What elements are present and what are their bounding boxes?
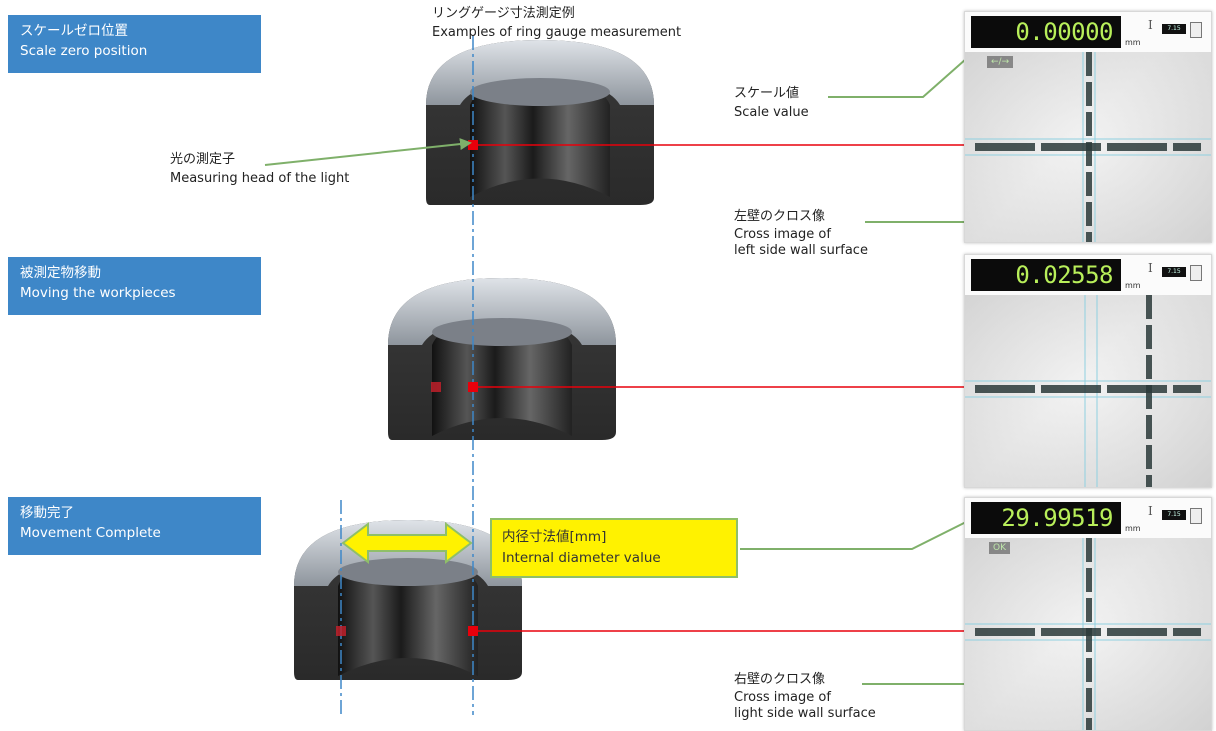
unit-label: mm [1125,281,1141,290]
battery-indicator: 7.15 [1162,24,1186,34]
light-probe-marker-1 [468,140,478,150]
ring-gauge-2 [388,278,616,440]
step-title-en: Scale zero position [20,43,148,59]
internal-diameter-box: 内径寸法値[mm] Internal diameter value [490,518,738,578]
step-title-jp: 移動完了 [20,505,74,521]
scale-readout: 29.99519 [971,502,1121,534]
mode-square-icon [1190,22,1202,38]
step-title-en: Moving the workpieces [20,285,176,301]
step-title-en: Movement Complete [20,525,161,541]
label-left-cross: 左壁のクロス像 Cross image of left side wall su… [734,209,868,258]
light-probe-ghost-3 [336,626,346,636]
label-measuring-head: 光の測定子 Measuring head of the light [170,152,350,186]
cross-image-1 [965,52,1211,242]
cross-image-3 [965,538,1211,730]
label-right-cross: 右壁のクロス像 Cross image of light side wall s… [734,672,876,721]
callout-internal-diameter [740,516,978,550]
scale-readout: 0.02558 [971,259,1121,291]
i-beam-icon: I [1148,18,1153,32]
ring-gauge-header: リングゲージ寸法測定例 Examples of ring gauge measu… [432,6,682,40]
light-probe-ghost-2 [431,382,441,392]
battery-indicator: 7.15 [1162,267,1186,277]
unit-label: mm [1125,524,1141,533]
i-beam-icon: I [1148,504,1153,518]
mode-square-icon [1190,265,1202,281]
scale-readout: 0.00000 [971,16,1121,48]
measurement-screen-3: 29.99519 mm I 7.15 OK [964,497,1212,731]
camera-view [965,295,1211,487]
mode-square-icon [1190,508,1202,524]
step-box-scale-zero: スケールゼロ位置 Scale zero position [8,15,261,73]
camera-view: ←/→ [965,52,1211,242]
cross-image-2 [965,295,1211,487]
internal-diameter-arrow [341,521,473,565]
camera-view: OK [965,538,1211,730]
unit-label: mm [1125,38,1141,47]
step-title-jp: 被測定物移動 [20,265,101,281]
measurement-screen-1: 0.00000 mm I 7.15 ←/→ [964,11,1212,243]
light-probe-marker-2 [468,382,478,392]
label-scale-value: スケール値 Scale value [734,86,809,120]
light-probe-marker-3 [468,626,478,636]
battery-indicator: 7.15 [1162,510,1186,520]
callout-measuring-head [264,138,472,166]
ring-gauge-1 [426,40,654,205]
step-title-jp: スケールゼロ位置 [20,23,128,39]
i-beam-icon: I [1148,261,1153,275]
measurement-screen-2: 0.02558 mm I 7.15 [964,254,1212,488]
step-box-moving: 被測定物移動 Moving the workpieces [8,257,261,315]
step-box-complete: 移動完了 Movement Complete [8,497,261,555]
